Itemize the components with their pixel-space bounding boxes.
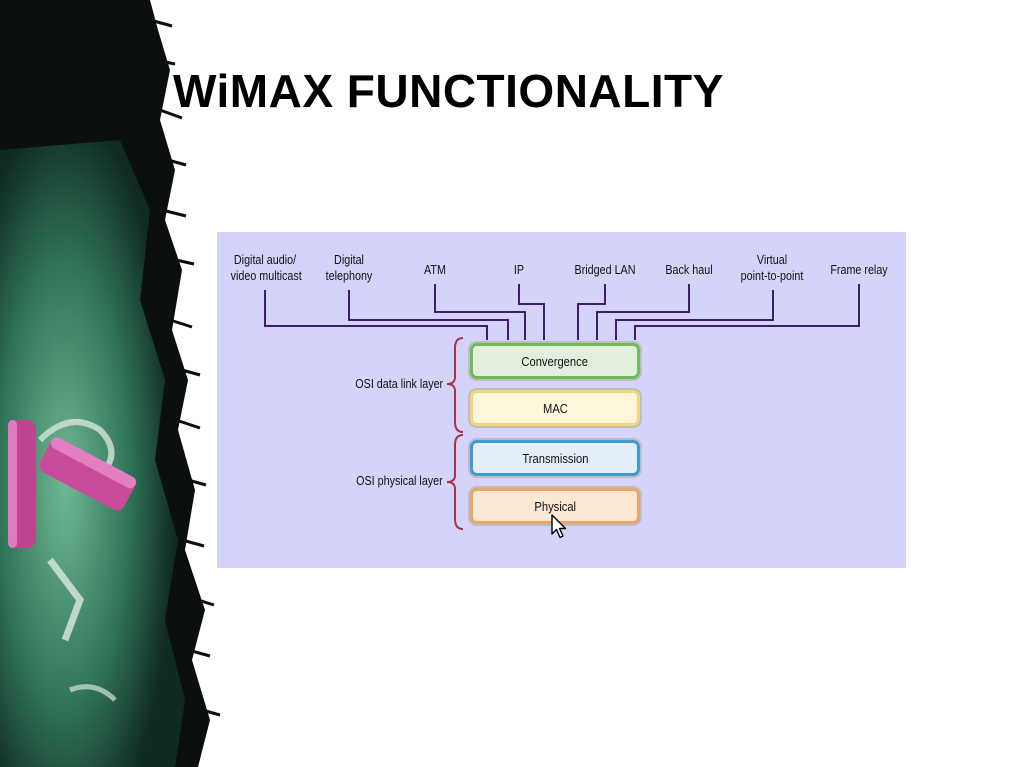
diagram-connectors <box>264 284 860 530</box>
service-label-digital-audio: Digital audio/video multicast <box>230 253 302 283</box>
service-label-back-haul: Back haul <box>665 263 713 277</box>
osi-physical-label: OSI physical layer <box>356 474 443 488</box>
osi-data-link-label: OSI data link layer <box>355 377 443 391</box>
service-label-ip: IP <box>513 263 525 277</box>
connector-line <box>577 284 606 340</box>
group-brace <box>446 337 464 433</box>
arrow-cursor-icon <box>551 514 567 539</box>
connector-line <box>348 290 509 340</box>
layer-convergence: Convergence <box>470 343 640 379</box>
connector-line <box>596 284 690 340</box>
connector-line <box>615 290 774 340</box>
service-label-frame-relay: Frame relay <box>830 263 888 277</box>
connector-line <box>518 284 545 340</box>
layer-transmission: Transmission <box>470 440 640 476</box>
slide-title: WiMAX FUNCTIONALITY <box>173 65 724 117</box>
service-label-bridged-lan: Bridged LAN <box>574 263 636 277</box>
connector-line <box>634 284 860 340</box>
connector-line <box>264 290 488 340</box>
service-label-atm: ATM <box>424 263 446 277</box>
chalkboard-decoration <box>0 0 221 767</box>
connector-line <box>434 284 526 340</box>
layer-mac: MAC <box>470 390 640 426</box>
group-brace <box>446 434 464 530</box>
